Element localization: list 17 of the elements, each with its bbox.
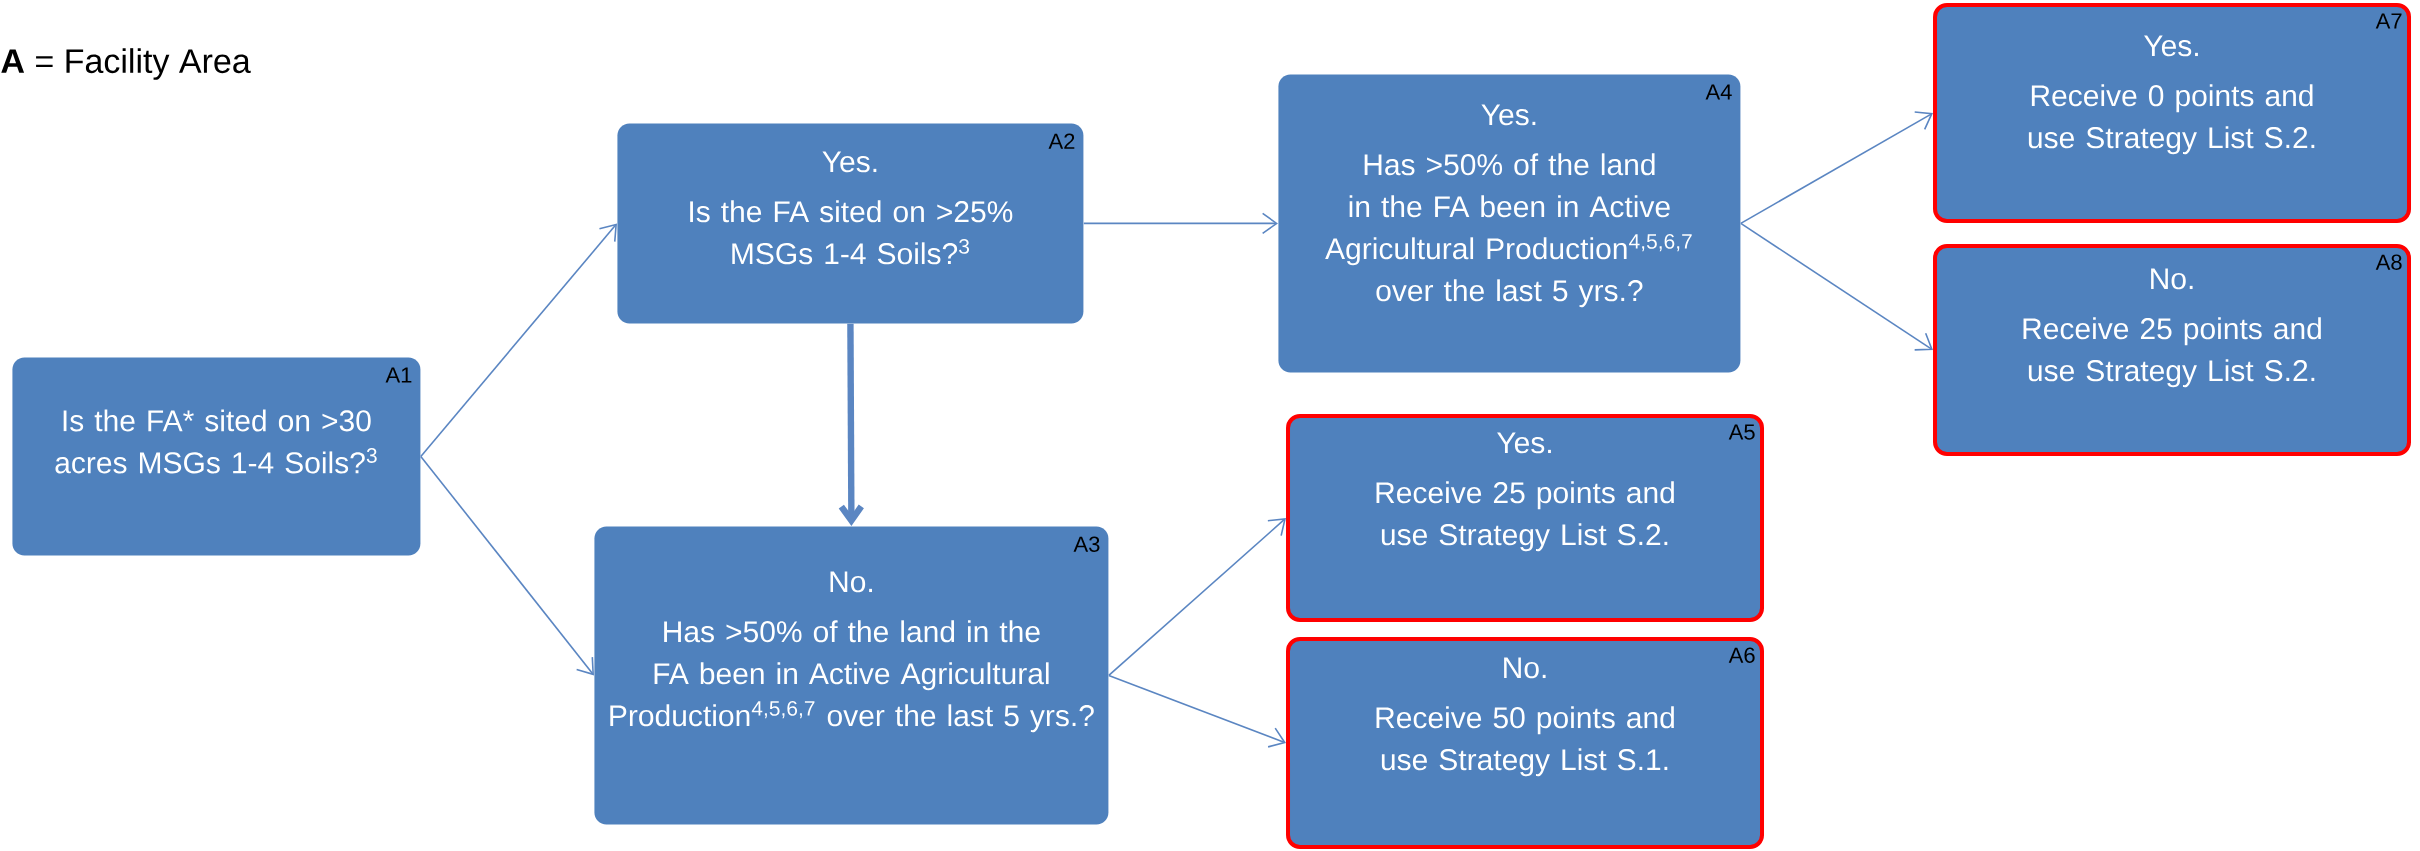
box-id: A3: [1073, 536, 1100, 552]
heading: A = Facility Area: [1, 48, 251, 80]
box-id: A6: [1728, 647, 1755, 663]
box-id: A4: [1705, 84, 1732, 100]
arrow: [420, 455, 594, 676]
box-id: A8: [2375, 254, 2402, 270]
arrow: [1108, 518, 1286, 677]
arrow: [420, 223, 617, 458]
box-id: A5: [1728, 424, 1755, 440]
arrow: [1740, 222, 1933, 351]
box-id: A1: [385, 367, 412, 383]
arrow: [1108, 674, 1286, 748]
box-id: A7: [2375, 13, 2402, 29]
box-id: A2: [1048, 133, 1075, 149]
arrow: [838, 323, 864, 526]
arrow: [1083, 212, 1278, 235]
arrow: [1740, 111, 1933, 225]
